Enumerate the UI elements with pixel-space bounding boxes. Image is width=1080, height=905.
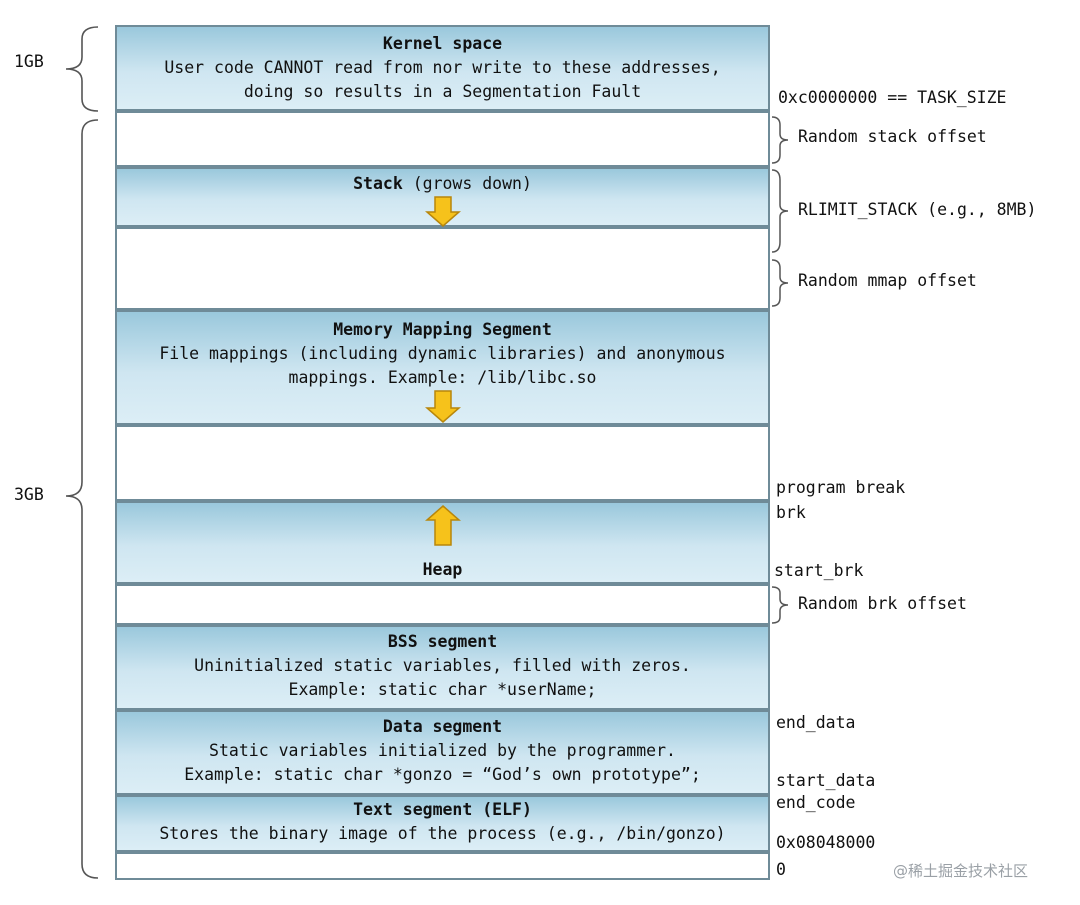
memory-mapping-segment: Memory Mapping Segment File mappings (in… [115,310,770,425]
bss-segment: BSS segment Uninitialized static variabl… [115,625,770,710]
kernel-size-label: 1GB [14,52,44,71]
kernel-space-segment: Kernel space User code CANNOT read from … [115,25,770,111]
random-brk-brace [771,586,789,624]
random-brk-offset-label: Random brk offset [798,594,967,613]
mmap-desc-line2: mappings. Example: /lib/libc.so [288,368,597,387]
kernel-brace [65,26,99,112]
end-data-label: end_data [776,713,856,732]
text-segment: Text segment (ELF) Stores the binary ima… [115,795,770,852]
random-stack-gap [115,111,770,167]
bss-desc-line2: Example: static char *userName; [288,680,597,699]
random-mmap-offset-label: Random mmap offset [798,271,977,290]
random-mmap-brace [771,259,789,307]
heap-up-arrow-icon [424,505,461,546]
bss-title: BSS segment [387,632,498,651]
text-segment-title: Text segment (ELF) [353,800,532,819]
stack-down-arrow-icon [424,196,461,227]
start-data-label: start_data [776,771,876,790]
mmap-down-arrow-icon [424,390,461,423]
bss-desc-line1: Uninitialized static variables, filled w… [194,656,691,675]
data-desc-line1: Static variables initialized by the prog… [209,741,676,760]
heap-title: Heap [422,560,463,579]
user-size-label: 3GB [14,485,44,504]
data-desc-line2: Example: static char *gonzo = “God’s own… [184,765,701,784]
random-stack-brace [771,116,789,164]
text-segment-desc: Stores the binary image of the process (… [159,824,726,843]
zero-address-label: 0 [776,860,786,879]
stack-segment: Stack (grows down) [115,167,770,227]
task-size-label: 0xc0000000 == TASK_SIZE [778,88,1007,107]
mmap-desc-line1: File mappings (including dynamic librari… [159,344,726,363]
start-brk-label: start_brk [774,561,864,580]
random-stack-offset-label: Random stack offset [798,127,987,146]
stack-suffix: (grows down) [402,174,532,193]
brk-label: brk [776,503,806,522]
reserved-bottom-gap [115,852,770,880]
text-start-address-label: 0x08048000 [776,833,876,852]
watermark: @稀土掘金技术社区 [893,862,1029,880]
kernel-space-desc-line2: doing so results in a Segmentation Fault [243,82,642,101]
stack-free-gap [115,227,770,310]
kernel-space-desc-line1: User code CANNOT read from nor write to … [164,58,721,77]
program-break-label: program break [776,478,906,497]
user-brace [65,119,99,879]
rlimit-brace [771,169,789,253]
stack-title: Stack [353,174,403,193]
rlimit-stack-label: RLIMIT_STACK (e.g., 8MB) [798,200,1037,219]
end-code-label: end_code [776,793,856,812]
data-title: Data segment [382,717,503,736]
data-segment: Data segment Static variables initialize… [115,710,770,795]
kernel-space-title: Kernel space [382,34,503,53]
unallocated-gap [115,425,770,501]
random-brk-gap [115,584,770,625]
heap-segment: Heap [115,501,770,584]
mmap-title: Memory Mapping Segment [333,320,552,339]
